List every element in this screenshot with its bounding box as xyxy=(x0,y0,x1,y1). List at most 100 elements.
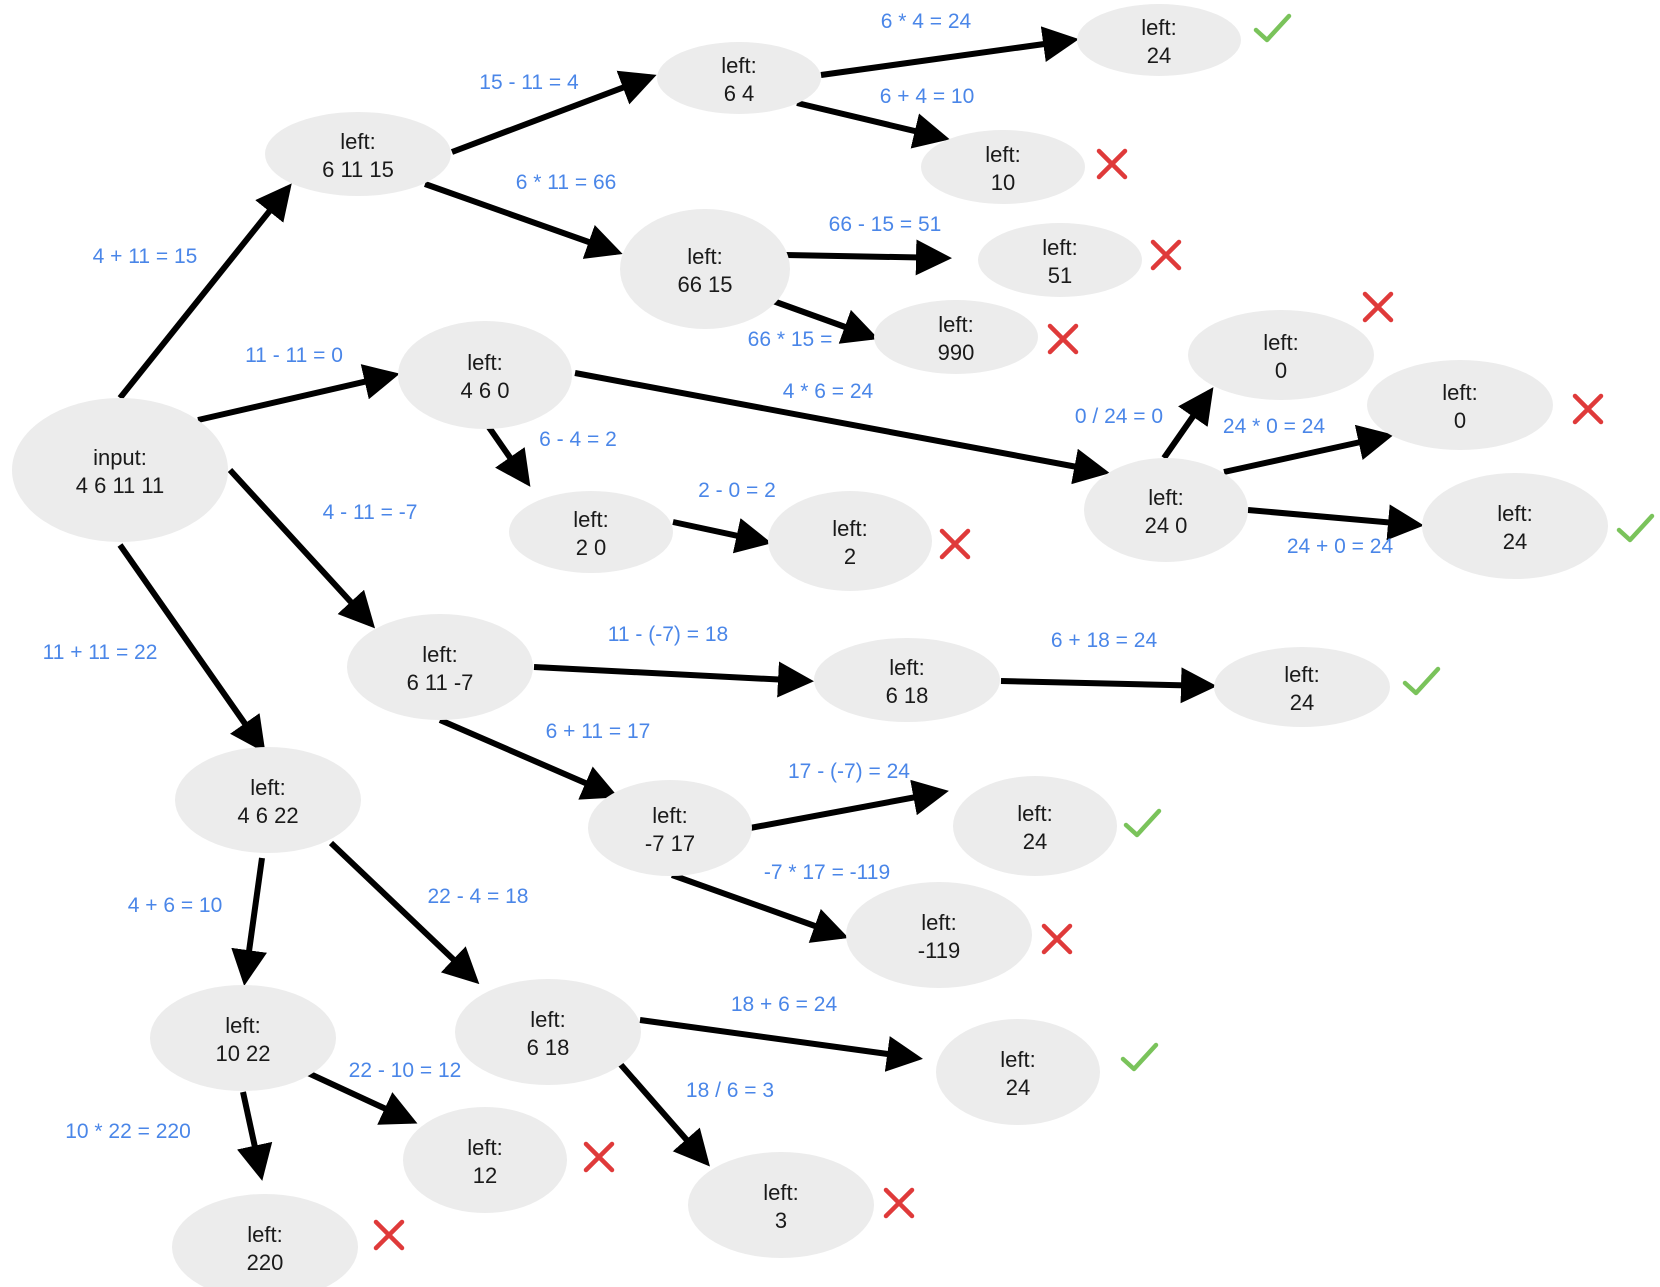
edge-label: 24 + 0 = 24 xyxy=(1287,535,1394,558)
cross-icon xyxy=(883,1187,915,1219)
node-title: left: xyxy=(687,244,722,269)
edge-label: 6 - 4 = 2 xyxy=(539,428,617,451)
node-n12: left:0 xyxy=(1188,310,1374,400)
node-value: 4 6 22 xyxy=(237,803,298,828)
node-ellipse xyxy=(1214,647,1390,727)
node-value: 990 xyxy=(938,340,975,365)
edge-arrow-n11-n14 xyxy=(1247,504,1424,541)
edge-label: 22 - 4 = 18 xyxy=(428,885,529,908)
node-ellipse xyxy=(1422,473,1608,579)
node-layer: input:4 6 11 11 left: 6 11 15 left: 6 4 left:… xyxy=(12,4,1608,1287)
node-title: left: xyxy=(467,350,502,375)
edge-label: 66 * 15 = xyxy=(748,328,833,351)
check-icon xyxy=(1253,13,1292,43)
edge-label: -7 * 17 = -119 xyxy=(764,861,890,884)
edge-arrow-n25-n27 xyxy=(612,1056,710,1167)
edge-label: 15 - 11 = 4 xyxy=(479,71,579,94)
edge-arrow-n9-n10 xyxy=(672,518,772,554)
edge-label: 4 * 6 = 24 xyxy=(783,380,874,403)
edge-arrow-n2-n3 xyxy=(820,26,1079,78)
node-ellipse xyxy=(265,112,451,196)
cross-icon xyxy=(1572,393,1604,425)
edge-arrow-n15-n16 xyxy=(533,661,814,698)
edge-arrow-n0-n15 xyxy=(227,467,376,629)
node-value: 6 11 -7 xyxy=(407,670,474,695)
edge-label: 18 + 6 = 24 xyxy=(731,993,838,1016)
edge-label: 17 - (-7) = 24 xyxy=(788,760,910,783)
cross-icon xyxy=(1047,323,1079,355)
edge-arrow-n0-n21 xyxy=(117,543,266,753)
node-ellipse xyxy=(1084,458,1248,562)
node-n5: left:66 15 xyxy=(620,209,790,329)
node-n9: left: 2 0 xyxy=(509,491,673,573)
node-value: 0 xyxy=(1454,408,1466,433)
node-title: left: xyxy=(1042,235,1077,260)
node-n1: left: 6 11 15 xyxy=(265,112,451,196)
node-value: -119 xyxy=(918,938,960,963)
edge-arrow-n18-n19 xyxy=(749,779,949,831)
edge-label: 4 + 6 = 10 xyxy=(128,894,223,917)
check-icon xyxy=(1616,513,1655,543)
node-title: left: xyxy=(721,53,756,78)
node-value: 6 18 xyxy=(527,1035,570,1060)
node-title: left: xyxy=(1148,485,1183,510)
node-title: left: xyxy=(225,1013,260,1038)
node-ellipse xyxy=(150,985,336,1091)
edge-arrow-n11-n12 xyxy=(1161,387,1214,460)
node-value: 12 xyxy=(473,1163,497,1188)
node-value: 10 22 xyxy=(215,1041,270,1066)
node-value: 24 0 xyxy=(1145,513,1188,538)
node-n0: input:4 6 11 11 xyxy=(12,398,228,542)
node-ellipse xyxy=(874,300,1038,374)
node-value: 3 xyxy=(775,1208,787,1233)
node-n4: left:10 xyxy=(921,130,1085,204)
node-title: left: xyxy=(938,312,973,337)
edge-label: 6 * 4 = 24 xyxy=(881,10,972,33)
node-value: 6 11 15 xyxy=(322,157,394,182)
node-value: 4 6 0 xyxy=(461,378,510,403)
edge-label: 4 - 11 = -7 xyxy=(323,501,418,524)
edge-label: 11 - (-7) = 18 xyxy=(608,623,728,646)
node-value: 51 xyxy=(1048,263,1072,288)
node-ellipse xyxy=(455,979,641,1085)
node-ellipse xyxy=(172,1194,358,1287)
node-title: left: xyxy=(530,1007,565,1032)
edge-arrow-n0-n8 xyxy=(197,364,400,423)
cross-icon xyxy=(583,1141,615,1173)
edge-arrow-n8-n11 xyxy=(574,370,1110,485)
edge-label: 6 + 11 = 17 xyxy=(546,720,651,743)
edge-arrow-n1-n5 xyxy=(423,181,623,259)
edge-label: 11 - 11 = 0 xyxy=(245,344,343,367)
node-ellipse xyxy=(657,42,821,114)
edge-label: 18 / 6 = 3 xyxy=(686,1079,774,1102)
node-value: 2 0 xyxy=(576,535,607,560)
node-ellipse xyxy=(347,614,533,720)
node-ellipse xyxy=(921,130,1085,204)
edge-arrow-n0-n1 xyxy=(117,183,292,400)
node-ellipse xyxy=(953,776,1117,876)
node-title: left: xyxy=(340,129,375,154)
edge-arrow-n18-n20 xyxy=(670,872,849,943)
node-ellipse xyxy=(12,398,228,542)
check-icon xyxy=(1120,1042,1159,1072)
cross-icon xyxy=(373,1219,405,1251)
edge-arrow-n21-n22 xyxy=(231,857,267,986)
cross-icon xyxy=(1096,148,1128,180)
edge-arrow-n5-n7 xyxy=(760,294,879,344)
node-title: left: xyxy=(921,910,956,935)
edge-arrow-n2-n4 xyxy=(796,100,950,149)
node-n10: left:2 xyxy=(768,491,932,591)
node-n19: left:24 xyxy=(953,776,1117,876)
node-value: 0 xyxy=(1275,358,1287,383)
node-value: -7 17 xyxy=(645,831,695,856)
node-title: left: xyxy=(889,655,924,680)
node-value: 24 xyxy=(1006,1075,1030,1100)
node-value: 6 4 xyxy=(724,81,755,106)
node-n3: left:24 xyxy=(1077,4,1241,76)
node-ellipse xyxy=(936,1019,1100,1125)
node-n13: left:0 xyxy=(1367,360,1553,450)
node-title: left: xyxy=(573,507,608,532)
cross-icon xyxy=(1362,291,1394,323)
node-ellipse xyxy=(175,747,361,853)
